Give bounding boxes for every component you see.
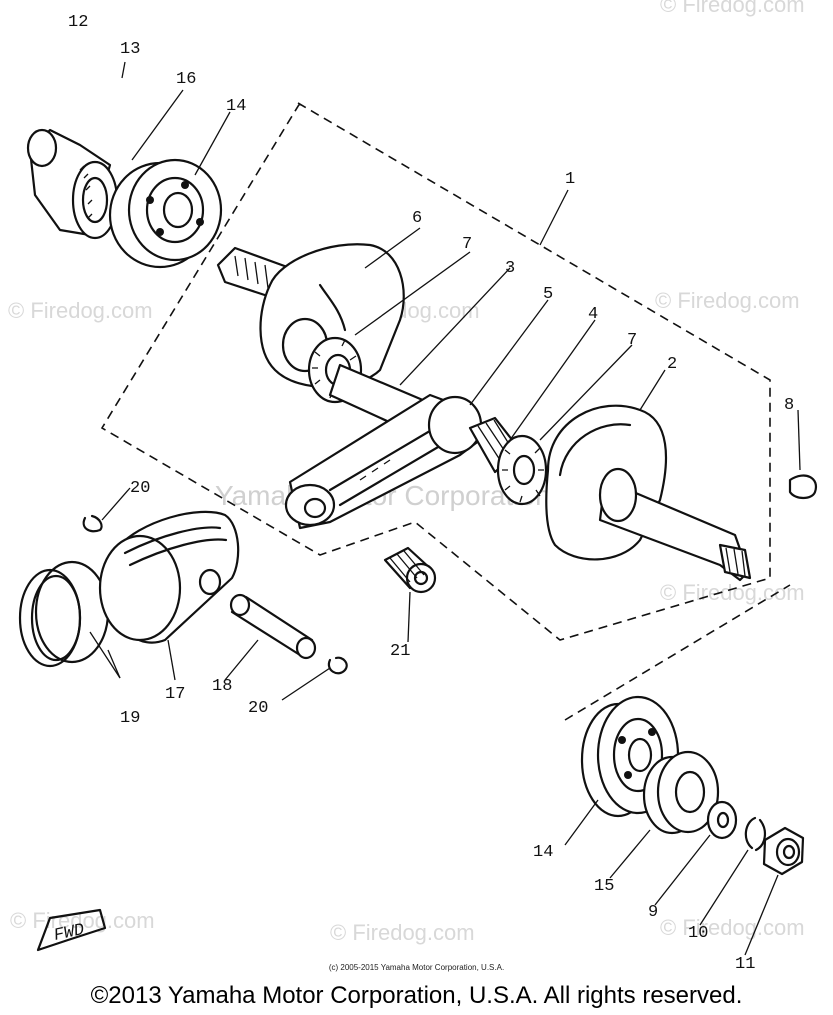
woodruff-key-part xyxy=(788,474,818,500)
crank-assembly-outline xyxy=(100,102,771,641)
watermark: © Firedog.com xyxy=(655,288,800,313)
callout-17: 17 xyxy=(165,685,185,704)
callout-13: 13 xyxy=(120,40,140,59)
drive-gear-part xyxy=(26,128,119,240)
leader-lines xyxy=(89,61,801,956)
watermarks: © Firedog.com © Firedog.com © Firedog.co… xyxy=(8,0,805,945)
callout-8: 8 xyxy=(784,396,794,415)
callout-numbers: 12 13 16 14 1 6 7 3 5 4 7 2 8 20 19 17 1… xyxy=(68,13,794,974)
callout-12: 12 xyxy=(68,13,88,32)
callout-4: 4 xyxy=(588,305,598,324)
callout-7-right: 7 xyxy=(627,331,637,350)
circlip-left-part xyxy=(82,514,103,533)
callout-6: 6 xyxy=(412,209,422,228)
lock-washer-part xyxy=(744,816,766,852)
piston-part xyxy=(98,510,240,644)
bearing-top-part xyxy=(108,158,223,269)
nut-part xyxy=(762,826,805,876)
thrust-washer-right xyxy=(496,434,548,506)
watermark: © Firedog.com xyxy=(330,920,475,945)
callout-15: 15 xyxy=(594,877,614,896)
piston-pin-part xyxy=(229,593,317,660)
callout-18: 18 xyxy=(212,677,232,696)
callout-5: 5 xyxy=(543,285,553,304)
circlip-right-part xyxy=(327,656,348,675)
callout-10: 10 xyxy=(688,924,708,943)
oil-seal-part xyxy=(642,750,720,835)
washer-part xyxy=(706,800,738,840)
small-credit-text: (c) 2005-2015 Yamaha Motor Corporation, … xyxy=(328,963,505,972)
crank-right-part xyxy=(545,404,752,582)
small-end-bearing-part xyxy=(383,546,437,594)
watermark: © Firedog.com xyxy=(660,580,805,605)
copyright-text: ©2013 Yamaha Motor Corporation, U.S.A. A… xyxy=(90,982,743,1009)
callout-7-left: 7 xyxy=(462,235,472,254)
callout-11: 11 xyxy=(735,955,755,974)
callout-21: 21 xyxy=(390,642,410,661)
callout-14-bottom: 14 xyxy=(533,843,553,862)
callout-2: 2 xyxy=(667,355,677,374)
callout-14-top: 14 xyxy=(226,97,246,116)
watermark: © Firedog.com xyxy=(8,298,153,323)
callout-16: 16 xyxy=(176,70,196,89)
callout-1: 1 xyxy=(565,170,575,189)
callout-19: 19 xyxy=(120,709,140,728)
callout-20-left: 20 xyxy=(130,479,150,498)
crank-left-part xyxy=(216,243,405,388)
watermark: © Firedog.com xyxy=(660,915,805,940)
callout-20-right: 20 xyxy=(248,699,268,718)
piston-rings-part xyxy=(18,560,110,668)
callout-9: 9 xyxy=(648,903,658,922)
connecting-rod-part xyxy=(284,393,483,530)
watermark: © Firedog.com xyxy=(660,0,805,17)
bearing-leader-dash xyxy=(564,584,791,721)
bearing-bottom-part xyxy=(580,695,680,818)
callout-3: 3 xyxy=(505,259,515,278)
